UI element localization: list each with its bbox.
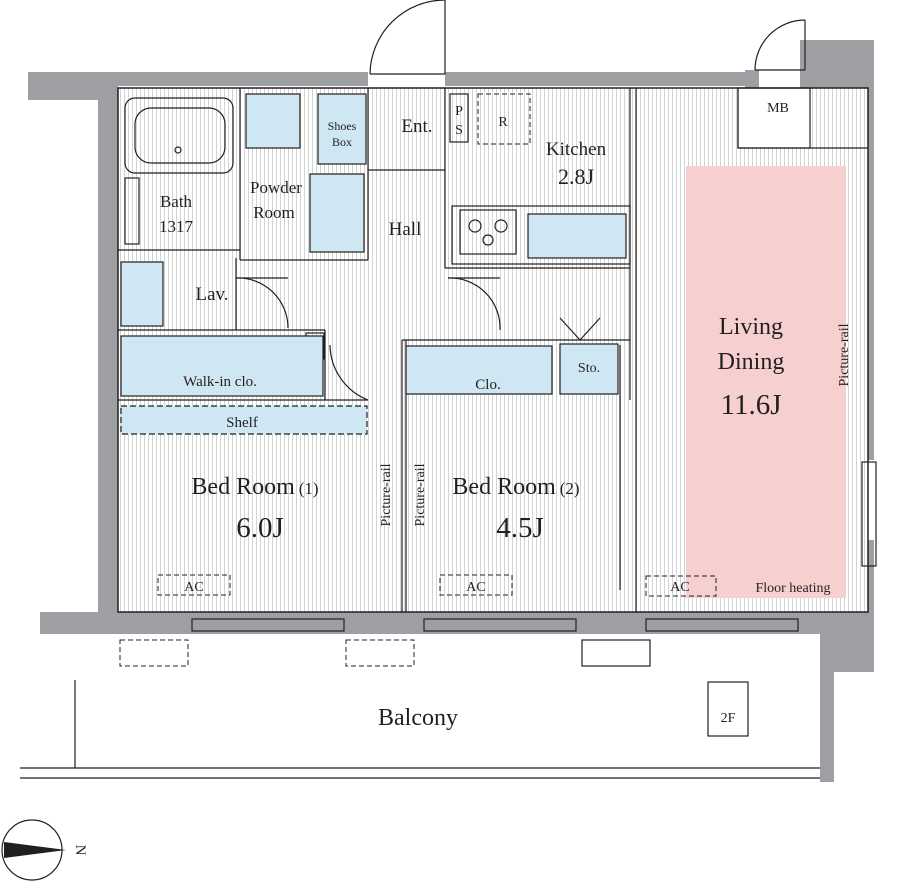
burner-left-icon <box>468 219 482 233</box>
picture-rail-living: Picture-rail <box>837 323 852 386</box>
entrance-label: Ent. <box>401 116 432 137</box>
bedroom1-number: (1) <box>299 479 319 498</box>
picture-rail-bedroom1: Picture-rail <box>379 463 394 526</box>
refrigerator-label: R <box>498 115 508 130</box>
ac-living-label: AC <box>670 580 689 595</box>
ac-outdoor-unit-1 <box>119 639 189 667</box>
shelf-label: Shelf <box>226 415 258 431</box>
shelf <box>120 405 368 435</box>
burner-center-icon <box>482 234 494 246</box>
walk-in-closet-label: Walk-in clo. <box>183 374 257 390</box>
bathtub <box>124 97 234 245</box>
powder-vanity <box>309 173 365 253</box>
pipe-space-kitchen-bottom: S <box>455 123 463 138</box>
balcony-area <box>20 634 820 768</box>
bath-label: Bath <box>160 192 193 211</box>
dining-label: Dining <box>718 349 785 375</box>
compass-north-label: N <box>72 845 88 856</box>
windows <box>191 461 877 632</box>
toilet <box>120 261 164 327</box>
shoes-box <box>317 93 367 165</box>
shoes-box-label-line2: Box <box>332 135 352 149</box>
ac-bedroom2-label: AC <box>466 580 485 595</box>
ac-outdoor-unit-2 <box>345 639 415 667</box>
burner-right-icon <box>494 219 508 233</box>
kitchen-counter <box>451 205 631 265</box>
floor-heating-label: Floor heating <box>755 581 830 596</box>
bedroom2-size: 4.5J <box>496 512 544 544</box>
balcony-vent <box>581 639 651 667</box>
floor-level-label: 2F <box>721 711 736 726</box>
floor-heating-area <box>686 166 846 598</box>
bedroom1-label: Bed Room(1) <box>191 474 318 500</box>
ac-living <box>645 575 717 597</box>
washing-machine-pan <box>245 93 301 149</box>
bedroom2-name: Bed Room <box>452 474 556 500</box>
walk-in-closet <box>120 335 324 397</box>
bedroom2-number: (2) <box>560 479 580 498</box>
kitchen-label: Kitchen <box>546 139 607 160</box>
bath-size: 1317 <box>159 217 194 236</box>
ac-bedroom2 <box>439 574 513 596</box>
picture-rail-bedroom2: Picture-rail <box>413 463 428 526</box>
powder-room-label-line1: Powder <box>250 178 302 197</box>
storage-label: Sto. <box>578 361 600 376</box>
kitchen-size: 2.8J <box>558 164 595 189</box>
closet-2-label: Clo. <box>475 377 500 393</box>
bedroom1-size: 6.0J <box>236 512 284 544</box>
living-label: Living <box>719 314 783 340</box>
pipe-space-kitchen <box>449 93 469 143</box>
hall-label: Hall <box>389 219 422 240</box>
doors <box>235 0 806 401</box>
closet-2 <box>405 345 553 395</box>
meter-box <box>737 87 811 149</box>
bedroom2-label: Bed Room(2) <box>452 474 579 500</box>
interior-walls <box>117 87 869 613</box>
living-dining-size: 11.6J <box>721 389 782 421</box>
floor-level-marker <box>707 681 749 737</box>
compass-needle-icon <box>4 842 66 858</box>
ac-bedroom1-label: AC <box>184 580 203 595</box>
stove <box>459 209 517 255</box>
powder-room-label-line2: Room <box>253 203 295 222</box>
meter-box-label: MB <box>767 101 789 116</box>
bedroom1-name: Bed Room <box>191 474 295 500</box>
ac-bedroom1 <box>157 574 231 596</box>
refrigerator-space <box>477 93 531 145</box>
pipe-space-kitchen-top: P <box>455 104 463 119</box>
kitchen-sink <box>527 213 627 259</box>
shoes-box-label-line1: Shoes <box>328 119 357 133</box>
storage <box>559 343 619 395</box>
balcony-label: Balcony <box>378 705 458 731</box>
lav-label: Lav. <box>195 284 228 305</box>
